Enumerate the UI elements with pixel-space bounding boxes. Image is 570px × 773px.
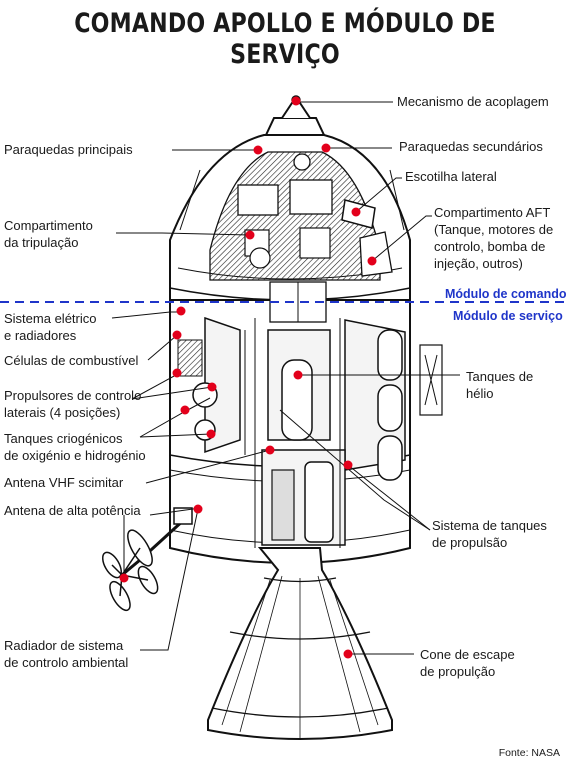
label-electrical-line1: Sistema elétrico <box>4 311 97 326</box>
high-gain-antenna-shape <box>101 507 193 612</box>
label-exhaust-nozzle: Cone de escape de propulção <box>420 646 515 680</box>
leader-propellant-2 <box>347 464 431 531</box>
label-nozzle-line1: Cone de escape <box>420 647 515 662</box>
label-aft-line3: controlo, bomba de <box>434 239 546 254</box>
leader-propellant <box>279 409 431 531</box>
diagram-title: COMANDO APOLLO E MÓDULO DE SERVIÇO <box>74 8 496 70</box>
label-side-hatch: Escotilha lateral <box>405 169 497 184</box>
leader-fuel-cells <box>147 335 177 361</box>
label-aft-compartment: Compartimento AFT (Tanque, motores de co… <box>434 204 553 272</box>
label-crew-compartment: Compartimento da tripulação <box>4 217 93 251</box>
label-propellant-line1: Sistema de tanques <box>432 518 547 533</box>
label-rcs-line2: laterais (4 posições) <box>4 405 121 420</box>
label-vhf-antenna: Antena VHF scimitar <box>4 475 124 490</box>
label-fuel-cells: Células de combustível <box>4 353 139 368</box>
leader-vhf <box>145 449 271 484</box>
marker-hga <box>119 573 129 583</box>
label-rcs-line1: Propulsores de controlo <box>4 388 142 403</box>
label-aft-line4: injeção, outros) <box>434 256 523 271</box>
source-credit: Fonte: NASA <box>498 747 560 759</box>
label-environmental-radiator: Radiador de sistema de controlo ambienta… <box>4 637 128 671</box>
marker-nozzle <box>343 649 353 659</box>
label-cryogenic-tanks: Tanques criogénicos de oxigénio e hidrog… <box>4 430 146 464</box>
label-high-gain-antenna: Antena de alta potência <box>4 503 141 518</box>
marker-vhf <box>265 445 275 455</box>
service-module-label: Módulo de serviço <box>453 309 563 323</box>
leader-radiator <box>140 508 199 651</box>
marker-electrical <box>176 306 186 316</box>
marker-cryo-2 <box>206 429 216 439</box>
marker-fuel-cells <box>172 330 182 340</box>
leader-rcs-2 <box>131 386 213 400</box>
label-electrical-system: Sistema elétrico e radiadores <box>4 310 96 344</box>
marker-cryo <box>180 405 190 415</box>
marker-main-chutes <box>253 145 263 155</box>
label-helium-tanks: Tanques de hélio <box>466 368 533 402</box>
label-crew-line2: da tripulação <box>4 235 79 250</box>
command-module-shape <box>169 95 411 323</box>
marker-secondary-chutes <box>321 143 331 153</box>
label-cryo-line1: Tanques criogénicos <box>4 431 123 446</box>
leader-rcs <box>131 374 177 400</box>
leader-crew <box>116 232 251 236</box>
marker-docking <box>291 96 301 106</box>
markers <box>119 96 377 659</box>
label-helium-line1: Tanques de <box>466 369 534 384</box>
label-secondary-parachutes: Paraquedas secundários <box>399 139 543 154</box>
leader-aft <box>371 215 432 262</box>
marker-propellant <box>343 460 353 470</box>
service-module-shape <box>169 300 443 564</box>
leader-cryo-2 <box>139 433 212 438</box>
marker-rcs-2 <box>207 382 217 392</box>
label-docking-mechanism: Mecanismo de acoplagem <box>397 94 549 109</box>
label-radiator-line1: Radiador de sistema <box>4 638 124 653</box>
leader-side-hatch <box>355 177 402 213</box>
label-rcs-thrusters: Propulsores de controlo laterais (4 posi… <box>4 387 141 421</box>
marker-helium <box>293 370 303 380</box>
label-aft-line1: Compartimento AFT <box>434 205 551 220</box>
label-radiator-line2: de controlo ambiental <box>4 655 129 670</box>
engine-nozzle-shape <box>207 547 393 740</box>
marker-aft <box>367 256 377 266</box>
label-helium-line2: hélio <box>466 386 494 401</box>
marker-crew <box>245 230 255 240</box>
marker-side-hatch <box>351 207 361 217</box>
label-propellant-line2: de propulsão <box>432 535 508 550</box>
label-nozzle-line2: de propulção <box>420 664 496 679</box>
leader-hga-2 <box>149 507 201 516</box>
marker-rcs <box>172 368 182 378</box>
spacecraft-illustration <box>101 95 443 740</box>
label-crew-line1: Compartimento <box>4 218 93 233</box>
label-electrical-line2: e radiadores <box>4 328 77 343</box>
marker-radiator <box>193 504 203 514</box>
label-cryo-line2: de oxigénio e hidrogénio <box>4 448 146 463</box>
command-module-label: Módulo de comando <box>445 287 567 301</box>
label-propellant-tanks: Sistema de tanques de propulsão <box>432 517 547 551</box>
label-main-parachutes: Paraquedas principais <box>4 142 133 157</box>
leader-lines <box>111 101 460 655</box>
label-aft-line2: (Tanque, motores de <box>434 222 554 237</box>
